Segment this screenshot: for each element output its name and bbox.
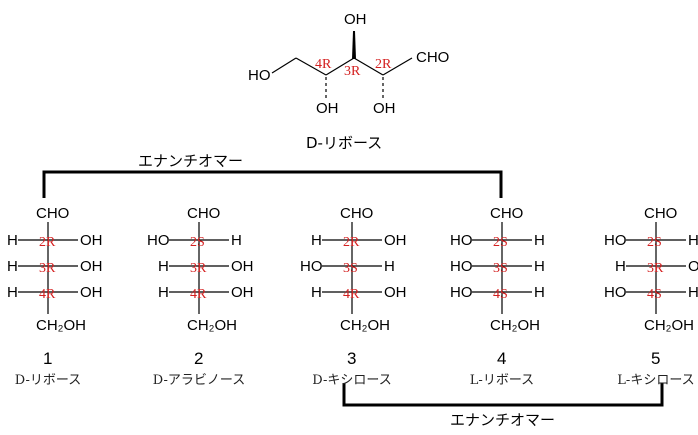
right-substituent: OH [80,284,103,301]
config-label: 2R [39,235,56,250]
config-label: 3R [647,261,664,276]
right-substituent: H [231,232,242,249]
right-substituent: H [534,258,545,275]
left-substituent: H [311,232,322,249]
left-substituent: H [7,258,18,275]
config-label: 3R [190,261,207,276]
config-label: 3S [493,261,508,276]
compound-number: 5 [651,349,660,368]
oh-c4-label: OH [316,100,339,117]
compound-name: L-キシロース [617,373,694,388]
ribose-skeletal-structure: HO OH OH OH CHO 4R 3R 2R D-リボース [248,11,449,152]
config-label: 4R [190,287,207,302]
left-substituent: H [7,232,18,249]
config-label: 4R [39,287,56,302]
fischer-projection-4: CHO HO H 2S HO H 3S HO H 4S CH₂OH 4L-リボース [450,205,545,388]
enantiomer-label-top: エナンチオマー [138,152,243,170]
cho-label: CHO [187,205,220,222]
compound-number: 4 [497,349,506,368]
right-substituent: H [534,232,545,249]
left-substituent: H [158,258,169,275]
config-label: 3S [343,261,358,276]
compound-number: 3 [347,349,356,368]
right-substituent: H [384,258,395,275]
ho-label: HO [248,67,271,84]
config-label: 2S [493,235,508,250]
right-substituent: OH [80,258,103,275]
cho-label: CHO [416,49,449,66]
config-label: 2S [647,235,662,250]
config-label: 4S [647,287,662,302]
left-substituent: HO [450,284,473,301]
right-substituent: H [688,232,698,249]
config-label: 4R [343,287,360,302]
config-label: 2R [343,235,360,250]
left-substituent: H [311,284,322,301]
config-label: 2S [190,235,205,250]
left-substituent: HO [450,258,473,275]
right-substituent: OH [384,284,407,301]
enantiomer-label-bottom: エナンチオマー [450,411,555,429]
right-substituent: H [534,284,545,301]
fischer-projection-1: CHO H OH 2R H OH 3R H OH 4R CH₂OH 1D-リボース [7,205,103,388]
right-substituent: OH [80,232,103,249]
left-substituent: H [615,258,626,275]
config-label: 4S [493,287,508,302]
config-2r: 2R [375,57,392,72]
wedge-bond [352,31,356,59]
left-substituent: HO [604,232,627,249]
cho-label: CHO [644,205,677,222]
right-substituent: OH [688,258,698,275]
left-substituent: HO [450,232,473,249]
compound-name: D-アラビノース [153,373,245,388]
cho-label: CHO [490,205,523,222]
config-3r: 3R [344,64,361,79]
ch2oh-label: CH₂OH [36,317,86,334]
d-ribose-caption: D-リボース [306,134,382,152]
compound-name: D-リボース [15,373,81,388]
enantiomer-bracket-top: エナンチオマー [42,152,503,198]
compound-name: L-リボース [470,373,534,388]
left-substituent: HO [604,284,627,301]
left-substituent: H [158,284,169,301]
compound-name: D-キシロース [312,373,391,388]
enantiomer-bracket-bottom: エナンチオマー [342,383,664,429]
cho-label: CHO [36,205,69,222]
right-substituent: OH [384,232,407,249]
ch2oh-label: CH₂OH [340,317,390,334]
config-label: 3R [39,261,56,276]
fischer-projection-5: CHOHOH2SHOH3RHOH4SCH₂OH5L-キシロース [604,205,698,388]
right-substituent: OH [231,258,254,275]
compound-number: 1 [43,349,52,368]
config-4r: 4R [315,57,332,72]
right-substituent: H [688,284,698,301]
left-substituent: HO [147,232,170,249]
oh-c3-label: OH [344,11,367,28]
left-substituent: H [7,284,18,301]
oh-c2-label: OH [373,100,396,117]
ch2oh-label: CH₂OH [490,317,540,334]
right-substituent: OH [231,284,254,301]
compound-number: 2 [194,349,203,368]
ch2oh-label: CH₂OH [187,317,237,334]
ch2oh-label: CH₂OH [644,317,694,334]
cho-label: CHO [340,205,373,222]
left-substituent: HO [300,258,323,275]
